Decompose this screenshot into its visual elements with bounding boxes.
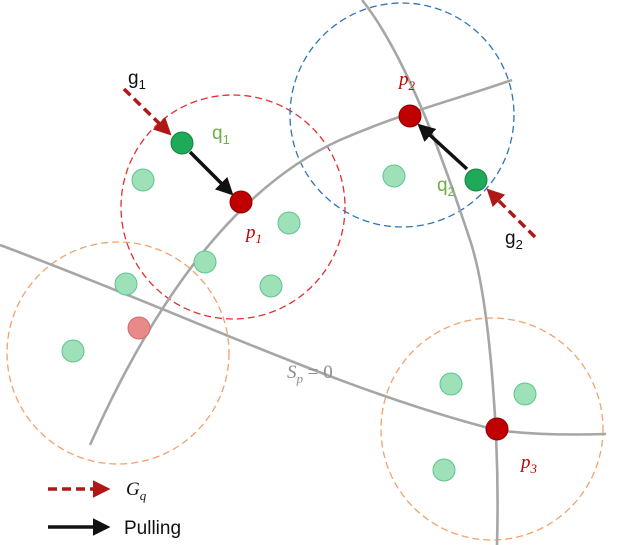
surface-point-p1	[229, 190, 253, 214]
surface-curve-vertical	[360, 0, 499, 545]
surface-point-p3	[485, 417, 509, 441]
neighbor-point	[131, 168, 155, 192]
legend-label-gq: Gq	[126, 479, 147, 503]
neighbor-point	[259, 274, 283, 298]
neighbor-point	[513, 382, 537, 406]
surface-curve-upper	[88, 78, 513, 446]
surface-point-faded	[127, 316, 151, 340]
legend: Gq Pulling	[48, 479, 181, 539]
neighbor-point	[61, 339, 85, 363]
surface-curve-lower	[0, 243, 607, 436]
label-p2: p2	[397, 69, 416, 93]
neighborhood-circle-p1	[120, 94, 346, 320]
label-p3: p3	[519, 452, 538, 476]
guide-arrow-g2	[486, 188, 537, 239]
neighborhood-circle-left	[6, 241, 230, 465]
pulling-arrow-q1	[188, 150, 234, 196]
query-point-q1	[170, 131, 194, 155]
label-q1: q1	[212, 123, 230, 147]
neighbor-point	[114, 272, 138, 296]
guide-arrow-g1	[122, 87, 172, 136]
legend-label-pulling: Pulling	[124, 518, 181, 539]
label-q2: q2	[437, 175, 455, 199]
neighbor-point	[439, 372, 463, 396]
surface-point-p2	[398, 104, 422, 128]
neighbor-point	[193, 250, 217, 274]
neighbor-point	[277, 211, 301, 235]
neighborhood-circle-p3	[380, 317, 604, 541]
neighborhood-circle-p2	[289, 2, 515, 228]
neighbor-point	[382, 164, 406, 188]
label-g2: g2	[505, 228, 523, 252]
surface-equation-label: Sp = 0	[287, 362, 333, 386]
label-g1: g1	[128, 68, 146, 92]
query-point-q2	[464, 168, 488, 192]
neighbor-point	[432, 458, 456, 482]
label-p1: p1	[244, 222, 262, 246]
pulling-arrow-q2	[417, 123, 469, 171]
